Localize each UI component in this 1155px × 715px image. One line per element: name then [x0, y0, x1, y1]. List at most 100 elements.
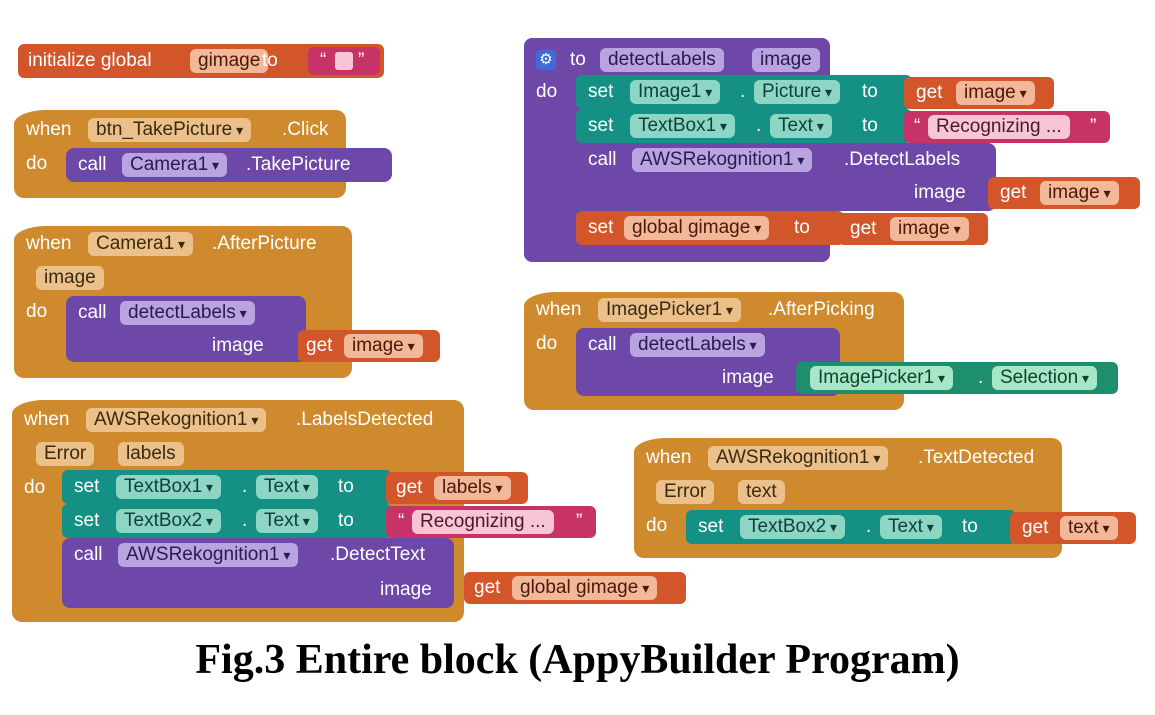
- get-var-dropdown[interactable]: image: [956, 81, 1035, 105]
- get-var-dropdown[interactable]: global gimage: [512, 576, 658, 600]
- call-label: call: [74, 544, 103, 565]
- get-label: get: [1022, 517, 1049, 538]
- when-label: when: [536, 299, 582, 320]
- dot-label: .: [242, 476, 248, 497]
- get-label: get: [306, 335, 333, 356]
- component-dropdown[interactable]: ImagePicker1: [598, 298, 742, 322]
- property-dropdown[interactable]: Text: [770, 114, 832, 138]
- dot-label: .: [978, 367, 984, 388]
- get-global-gimage-block[interactable]: get global gimage: [464, 572, 686, 604]
- to-label: to: [338, 476, 354, 497]
- component-dropdown[interactable]: AWSRekognition1: [86, 408, 267, 432]
- event-label: .Click: [282, 119, 329, 140]
- do-label: do: [536, 81, 558, 102]
- property-dropdown[interactable]: Selection: [992, 366, 1098, 390]
- set-image1-picture-block[interactable]: set Image1 . Picture to: [576, 75, 912, 109]
- get-var-dropdown[interactable]: image: [890, 217, 969, 241]
- get-labels-block[interactable]: get labels: [386, 472, 528, 504]
- method-label: .DetectLabels: [844, 149, 961, 170]
- set-textbox1-text-block[interactable]: set TextBox1 . Text to: [62, 470, 392, 504]
- figure-caption: Fig.3 Entire block (AppyBuilder Program): [195, 637, 960, 683]
- get-var-dropdown[interactable]: labels: [434, 476, 511, 500]
- get-text-block[interactable]: get text: [1010, 512, 1136, 544]
- to-label: to: [794, 217, 810, 238]
- event-label: .AfterPicture: [212, 233, 317, 254]
- property-dropdown[interactable]: Picture: [754, 80, 841, 104]
- property-dropdown[interactable]: Text: [256, 475, 318, 499]
- camera-dropdown[interactable]: Camera1: [122, 153, 228, 177]
- recognizing-string-block[interactable]: “ Recognizing ... ”: [386, 506, 596, 538]
- to-label: to: [338, 510, 354, 531]
- param-text[interactable]: text: [738, 480, 785, 504]
- get-image-block[interactable]: get image: [298, 330, 440, 362]
- empty-string-block[interactable]: “ ”: [308, 47, 380, 75]
- get-image-block-2[interactable]: get image: [988, 177, 1140, 209]
- picker-dropdown[interactable]: ImagePicker1: [810, 366, 954, 390]
- text-detected-event[interactable]: when AWSRekognition1 .TextDetected Error…: [634, 438, 1136, 558]
- image-picker-selection-block[interactable]: ImagePicker1 . Selection: [796, 362, 1118, 394]
- textbox1-dropdown[interactable]: TextBox1: [630, 114, 736, 138]
- get-var-dropdown[interactable]: text: [1060, 516, 1118, 540]
- get-var-dropdown[interactable]: image: [1040, 181, 1119, 205]
- call-detect-labels-block[interactable]: call detectLabels image: [66, 296, 306, 362]
- get-image-block-3[interactable]: get image: [838, 213, 988, 245]
- param-error[interactable]: Error: [36, 442, 95, 466]
- set-textbox2-text-block[interactable]: set TextBox2 . Text to: [62, 504, 392, 538]
- gear-icon[interactable]: ⚙: [536, 50, 556, 70]
- call-detect-labels-method-block[interactable]: call AWSRekognition1 .DetectLabels image: [576, 143, 996, 211]
- event-label: .AfterPicking: [768, 299, 875, 320]
- property-dropdown[interactable]: Text: [256, 509, 318, 533]
- close-quote: ”: [1090, 116, 1097, 137]
- get-image-block[interactable]: get image: [904, 77, 1054, 109]
- global-name-field[interactable]: gimage: [190, 49, 269, 73]
- component-dropdown[interactable]: Camera1: [88, 232, 194, 256]
- param-image[interactable]: image: [752, 48, 820, 72]
- image1-dropdown[interactable]: Image1: [630, 80, 721, 104]
- global-var-dropdown[interactable]: global gimage: [624, 216, 770, 240]
- do-label: do: [24, 477, 46, 498]
- service-dropdown[interactable]: AWSRekognition1: [118, 543, 299, 567]
- set-textbox2-text-block[interactable]: set TextBox2 . Text to: [686, 510, 1016, 544]
- param-labels[interactable]: labels: [118, 442, 184, 466]
- get-label: get: [396, 477, 423, 498]
- param-error[interactable]: Error: [656, 480, 715, 504]
- procedure-name-field[interactable]: detectLabels: [600, 48, 724, 72]
- get-var-dropdown[interactable]: image: [344, 334, 423, 358]
- event-label: .TextDetected: [918, 447, 1035, 468]
- call-detect-text-block[interactable]: call AWSRekognition1 .DetectText image: [62, 538, 454, 608]
- labels-detected-event[interactable]: when AWSRekognition1 .LabelsDetected Err…: [12, 400, 686, 622]
- image-picker-after-picking-event[interactable]: when ImagePicker1 .AfterPicking do call …: [524, 292, 1118, 410]
- initialize-global-label: initialize global: [28, 50, 152, 71]
- component-dropdown[interactable]: AWSRekognition1: [708, 446, 889, 470]
- when-label: when: [24, 409, 70, 430]
- procedure-dropdown[interactable]: detectLabels: [120, 301, 255, 325]
- do-label: do: [26, 301, 48, 322]
- initialize-global-block[interactable]: initialize global gimage to “ ”: [18, 44, 384, 78]
- textbox2-dropdown[interactable]: TextBox2: [116, 509, 222, 533]
- set-textbox1-text-block[interactable]: set TextBox1 . Text to: [576, 109, 912, 143]
- call-take-picture-block[interactable]: call Camera1 .TakePicture: [66, 148, 392, 182]
- when-label: when: [26, 119, 72, 140]
- when-label: when: [26, 233, 72, 254]
- call-label: call: [588, 149, 617, 170]
- empty-string-field[interactable]: [335, 52, 353, 70]
- param-image[interactable]: image: [36, 266, 104, 290]
- string-field[interactable]: Recognizing ...: [412, 510, 554, 534]
- camera-after-picture-event[interactable]: when Camera1 .AfterPicture image do call…: [14, 226, 440, 378]
- arg-image-label: image: [914, 182, 966, 203]
- set-global-gimage-block[interactable]: set global gimage to: [576, 211, 844, 245]
- textbox2-dropdown[interactable]: TextBox2: [740, 515, 846, 539]
- textbox1-dropdown[interactable]: TextBox1: [116, 475, 222, 499]
- take-picture-click-event[interactable]: when btn_TakePicture .Click do call Came…: [14, 110, 392, 198]
- property-dropdown[interactable]: Text: [880, 515, 942, 539]
- set-label: set: [74, 510, 100, 531]
- string-field[interactable]: Recognizing ...: [928, 115, 1070, 139]
- component-dropdown[interactable]: btn_TakePicture: [88, 118, 252, 142]
- get-label: get: [916, 82, 943, 103]
- recognizing-string-block[interactable]: “ Recognizing ... ”: [904, 111, 1110, 143]
- to-label: to: [570, 49, 586, 70]
- to-label: to: [262, 50, 278, 71]
- call-label: call: [78, 302, 107, 323]
- procedure-dropdown[interactable]: detectLabels: [630, 333, 765, 357]
- service-dropdown[interactable]: AWSRekognition1: [632, 148, 813, 172]
